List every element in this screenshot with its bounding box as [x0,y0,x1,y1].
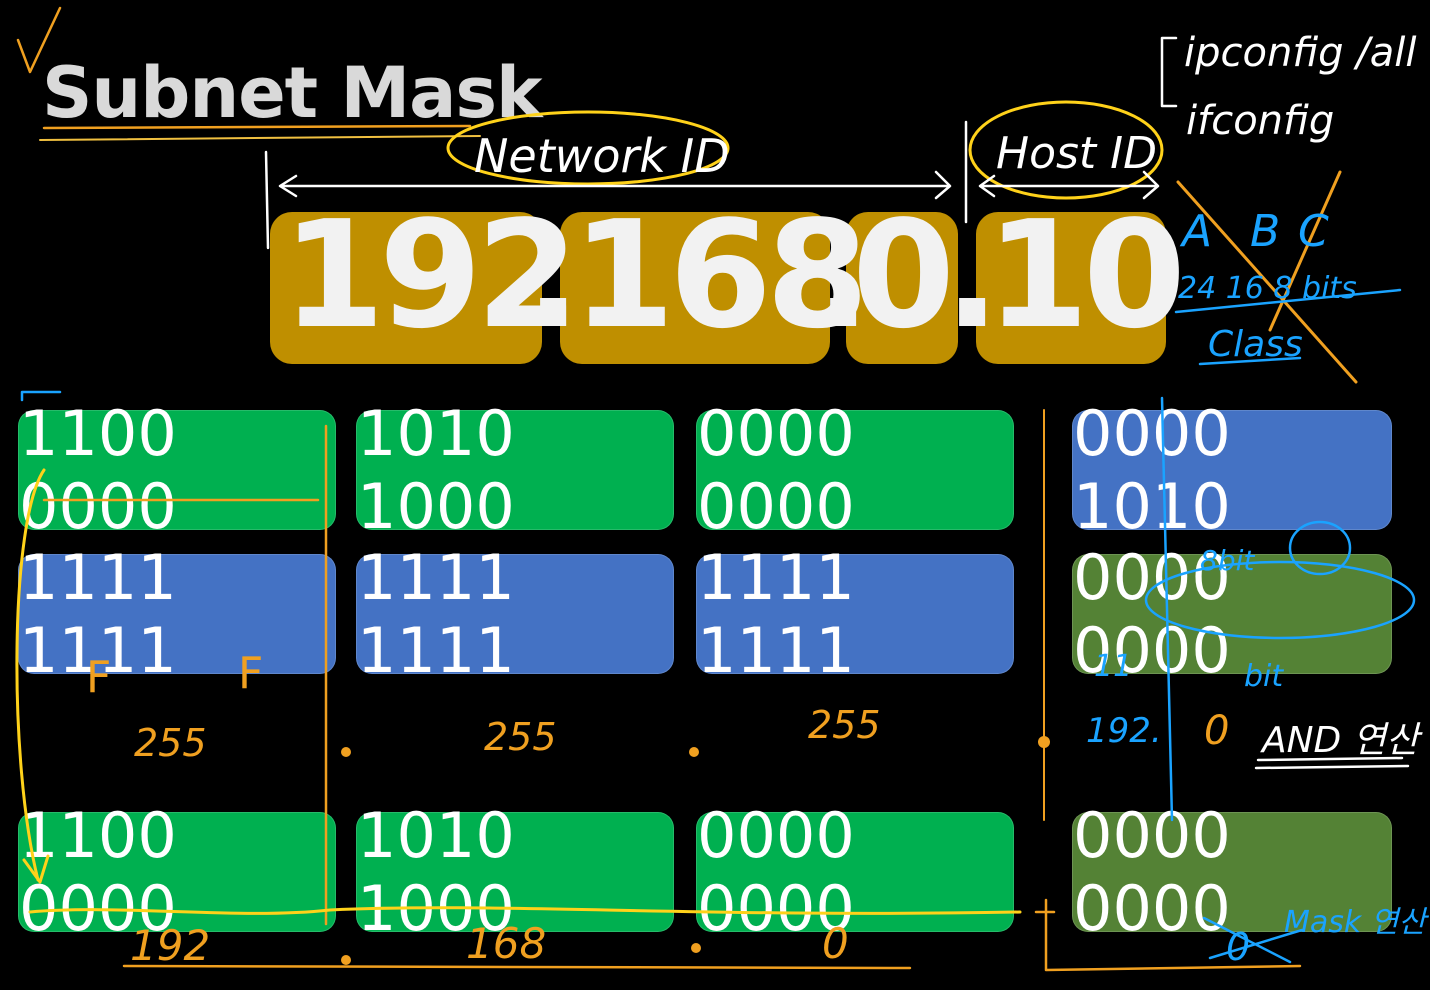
octet-dot-3: . [944,189,1000,361]
network-id-label: Network ID [474,129,730,183]
mask-binary-3: 1111 1111 [696,541,1014,687]
class-c: C [1298,206,1329,257]
page-title: Subnet Mask [42,52,543,134]
result-binary-1: 1100 0000 [18,799,336,945]
result-binary-4: 0000 0000 [1072,799,1392,945]
result-binary-2: 1010 1000 [356,799,674,945]
command-bracket [1160,36,1178,108]
mask-binary-1: 1111 1111 [18,541,336,687]
octet-4: 10 [986,189,1186,361]
host-id-label: Host ID [996,128,1157,179]
mask-binary-4: 0000 0000 [1072,541,1392,687]
and-op-label: AND 연산 [1260,720,1423,761]
octet-box-4 [976,212,1166,364]
dec-mask-3: 255 [808,703,881,747]
class-b: B [1250,206,1280,257]
command-ipconfig: ipconfig /all [1184,30,1416,76]
host-id-circle [968,100,1164,200]
result-binary-3: 0000 0000 [696,799,1014,945]
ip-binary-1: 1100 0000 [18,397,336,543]
class-a: A [1179,206,1212,257]
octet-dot-1: . [525,189,581,361]
mask-binary-2: 1111 1111 [356,541,674,687]
ip-binary-3: 0000 0000 [696,397,1014,543]
dec-mask-1: 255 [134,721,207,765]
zero-note: 0 [1204,708,1229,754]
ip-binary-2: 1010 1000 [356,397,674,543]
command-ifconfig: ifconfig [1186,98,1334,144]
class-bits: 24 16 8 bits [1178,271,1357,306]
ip-binary-4: 0000 1010 [1072,397,1392,543]
octet-3: 0 [852,189,955,361]
class-label: Class [1208,324,1303,365]
num-192: 192. [1086,711,1162,751]
class-cross [1176,170,1358,384]
dec-mask-2: 255 [484,715,557,759]
